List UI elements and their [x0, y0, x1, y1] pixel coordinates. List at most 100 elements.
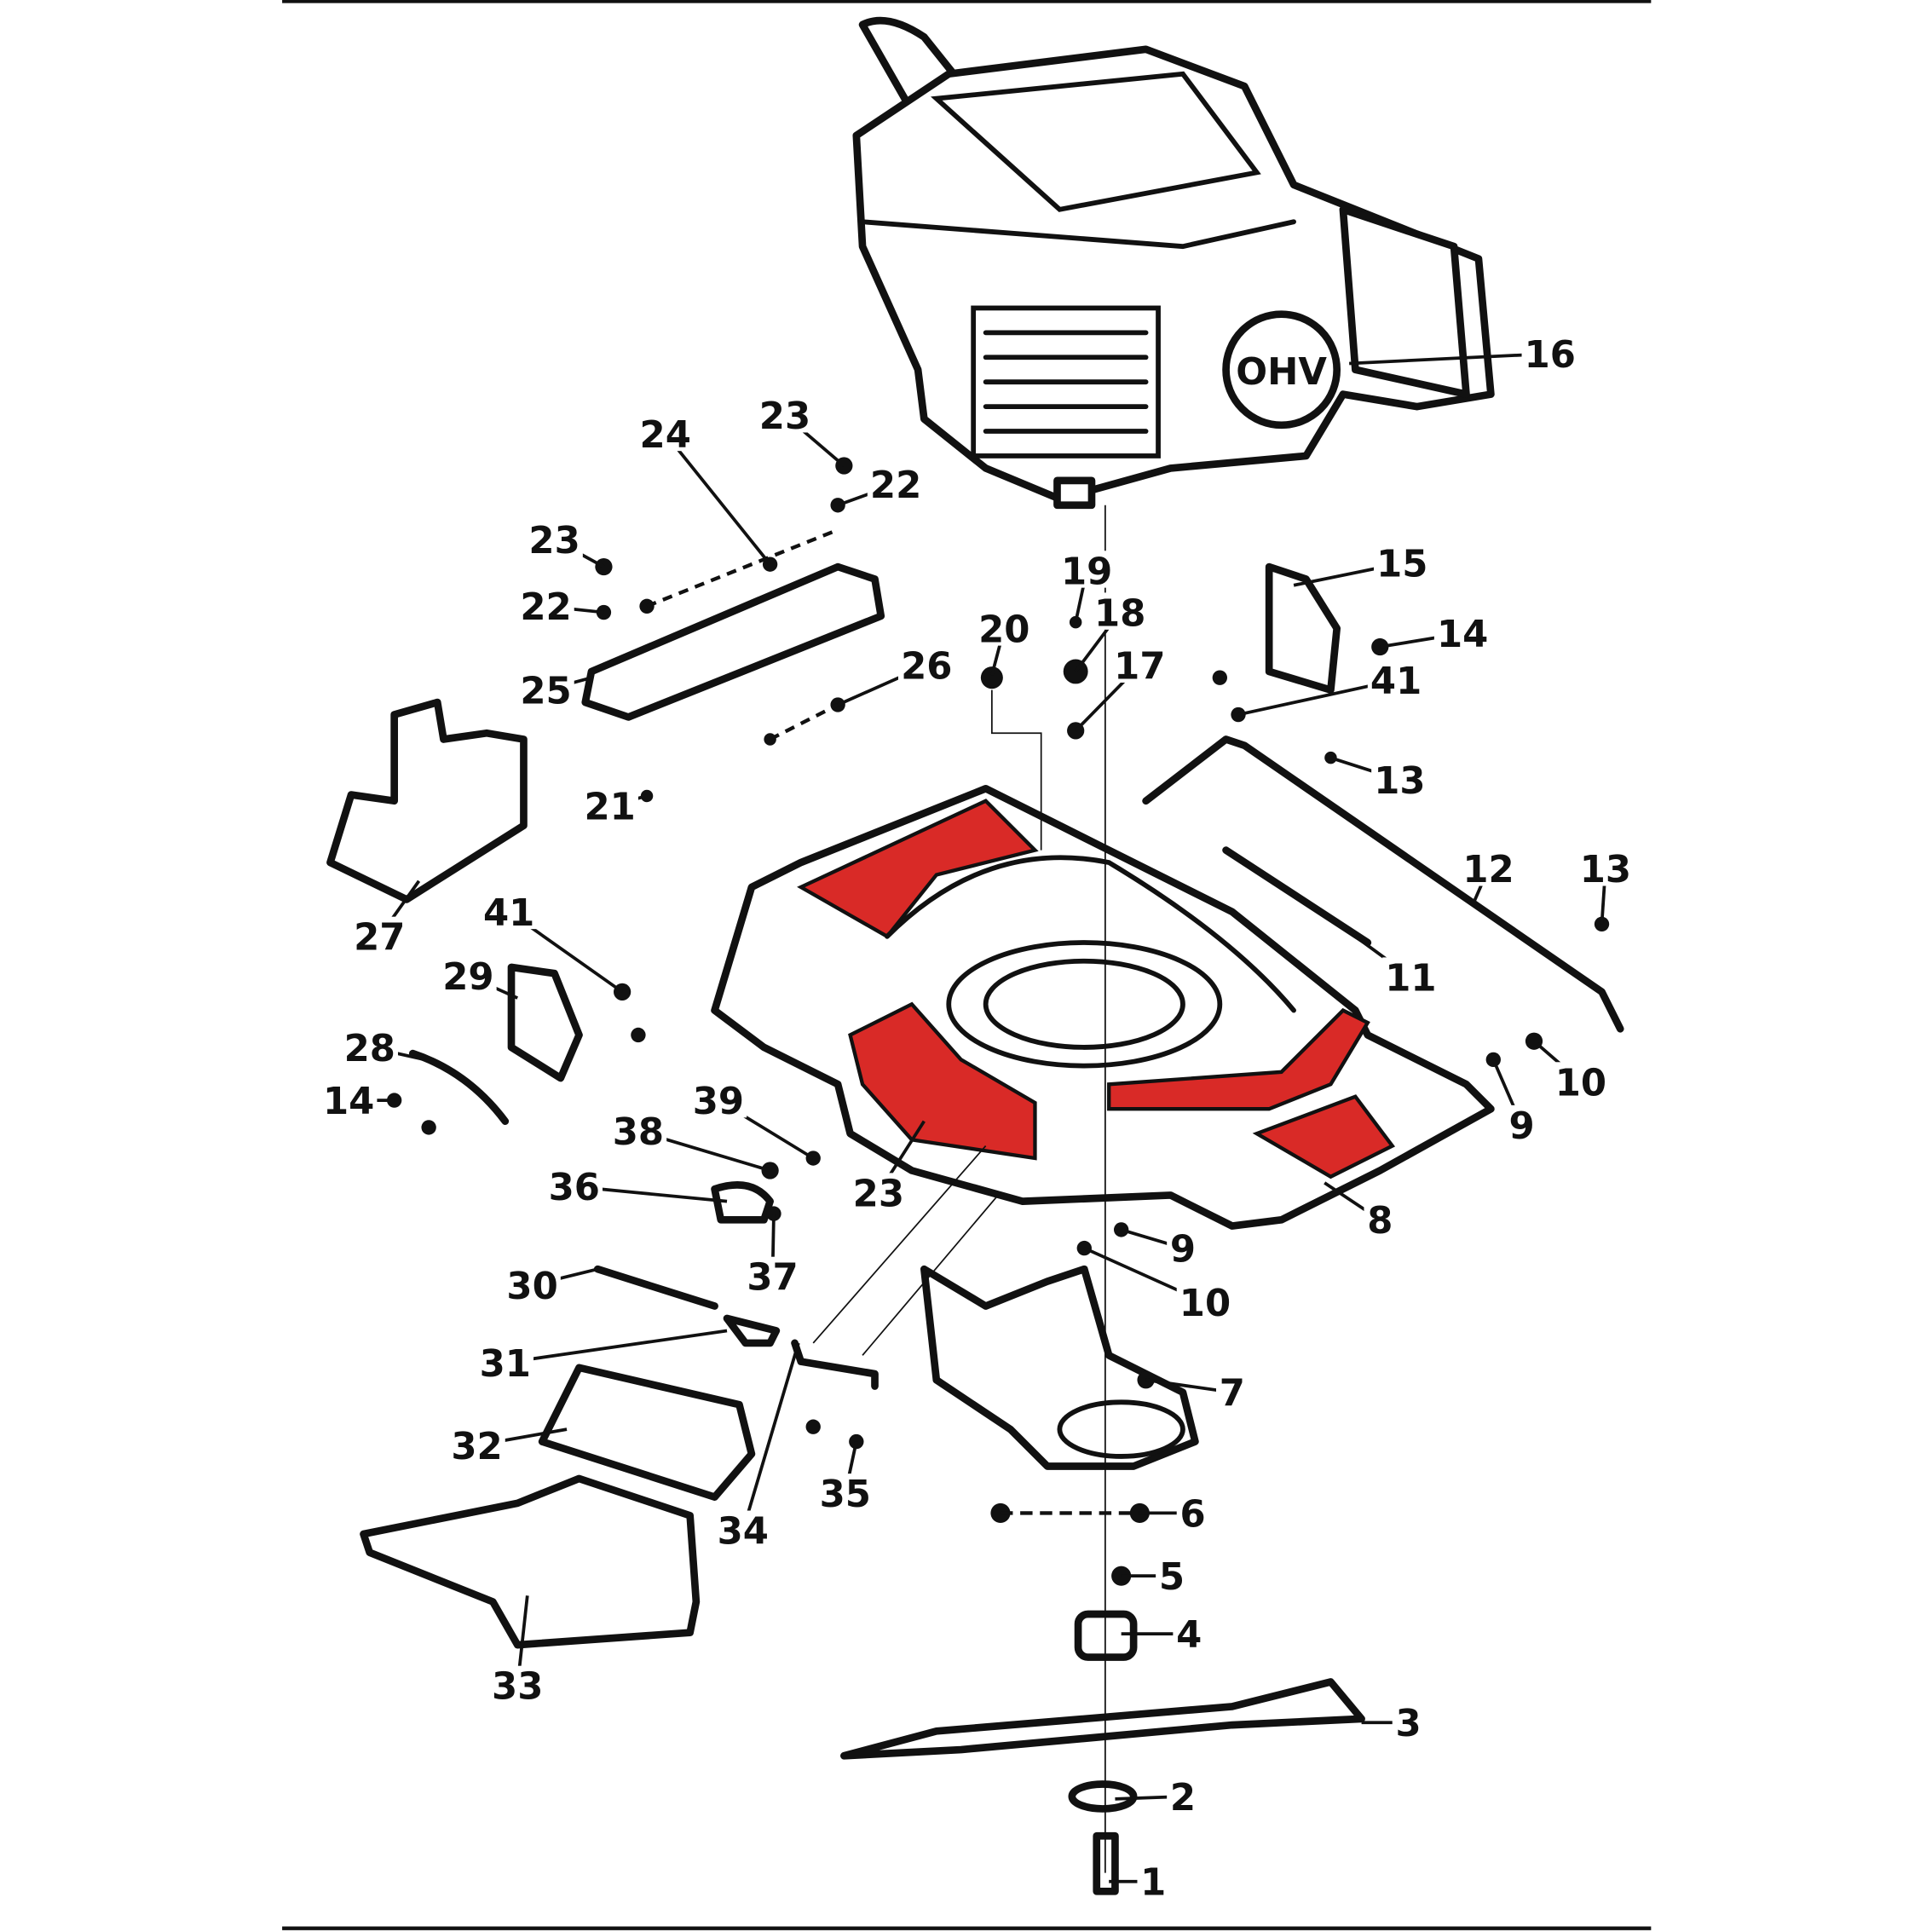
part-callout-1: 1: [1140, 1862, 1166, 1905]
part-callout-33: 33: [492, 1666, 543, 1709]
part-callout-23: 23: [853, 1173, 904, 1215]
part-callout-31: 31: [480, 1343, 531, 1386]
handle-bar: [1142, 735, 1624, 1033]
part-callout-6: 6: [1179, 1493, 1205, 1536]
strip-28: [409, 1049, 510, 1126]
engine: OHV: [852, 16, 1495, 510]
callout-bg: [867, 464, 925, 502]
callout-bg: [1137, 1861, 1170, 1899]
part-callout-13: 13: [1374, 760, 1425, 803]
callout-bg: [1215, 1372, 1249, 1410]
part-callout-8: 8: [1367, 1200, 1393, 1243]
engine-badge: OHV: [1236, 351, 1327, 394]
callout-bg: [517, 586, 574, 624]
part-callout-22: 22: [520, 586, 571, 629]
washer-2: [1068, 1780, 1138, 1813]
part-callout-37: 37: [747, 1257, 798, 1300]
skid-plate-7: [920, 1265, 1199, 1470]
callout-bg: [744, 1256, 801, 1295]
callout-bg: [609, 1111, 667, 1149]
part-callout-41: 41: [483, 892, 534, 935]
callout-bg: [1433, 614, 1491, 651]
callout-bg: [637, 413, 694, 452]
part-callout-32: 32: [451, 1426, 502, 1468]
part-callout-21: 21: [584, 786, 635, 828]
callout-bg: [1382, 957, 1439, 995]
part-callout-15: 15: [1376, 544, 1427, 586]
bracket-34: [791, 1339, 879, 1390]
part-callout-18: 18: [1094, 592, 1145, 635]
callout-bg: [320, 1080, 378, 1118]
callout-bg: [1176, 1493, 1209, 1531]
lever-31: [723, 1314, 781, 1347]
part-callout-24: 24: [640, 414, 691, 457]
bracket-29: [507, 963, 583, 1082]
rod-11: [1222, 846, 1372, 947]
callout-bg: [816, 1474, 874, 1511]
callout-bg: [504, 1265, 561, 1303]
part-callout-41: 41: [1370, 660, 1422, 703]
assembly-lines: [646, 505, 1140, 1873]
rear-cover: [581, 562, 885, 721]
part-callout-20: 20: [978, 608, 1029, 651]
callout-bg: [476, 1342, 534, 1381]
part-callout-38: 38: [613, 1111, 664, 1154]
callout-bg: [1505, 1104, 1538, 1143]
part-callout-36: 36: [549, 1167, 600, 1209]
leader-line: [664, 432, 772, 566]
callout-bg: [1058, 551, 1116, 588]
callout-bg: [1460, 849, 1517, 886]
callout-bg: [1364, 1200, 1397, 1237]
callout-bg: [1167, 1776, 1199, 1814]
callout-bg: [756, 395, 814, 433]
part-callout-23: 23: [759, 395, 810, 438]
leader-line: [1349, 352, 1550, 366]
rear-flap-33: [360, 1474, 701, 1649]
callout-bg: [689, 1080, 747, 1118]
part-callout-26: 26: [901, 646, 952, 689]
callout-bg: [1173, 1613, 1205, 1652]
part-callout-5: 5: [1159, 1556, 1185, 1599]
part-callout-4: 4: [1176, 1614, 1202, 1657]
callout-bg: [1367, 660, 1425, 698]
part-callout-35: 35: [820, 1474, 871, 1516]
callout-bg: [1577, 849, 1635, 886]
part-callout-25: 25: [520, 671, 571, 713]
callout-bg: [1091, 592, 1149, 630]
callout-bg: [526, 520, 583, 557]
part-callout-22: 22: [870, 464, 921, 507]
leader-line: [741, 1342, 800, 1531]
callout-bg: [714, 1510, 772, 1548]
grass-guard-32: [538, 1364, 756, 1501]
callout-bg: [1176, 1283, 1234, 1320]
part-callout-17: 17: [1114, 646, 1165, 689]
part-callout-14: 14: [1437, 614, 1488, 656]
callout-bg: [1392, 1703, 1425, 1740]
part-callout-13: 13: [1580, 849, 1631, 891]
part-callout-34: 34: [718, 1511, 769, 1554]
callout-bg: [1156, 1556, 1188, 1594]
callout-bg: [897, 645, 955, 683]
part-callout-9: 9: [1170, 1228, 1196, 1271]
part-callout-30: 30: [506, 1266, 557, 1308]
callout-bg: [480, 891, 538, 930]
bracket-15: [1265, 562, 1341, 694]
part-callout-11: 11: [1385, 957, 1436, 1000]
part-callout-27: 27: [354, 917, 405, 960]
part-callout-12: 12: [1462, 849, 1514, 891]
part-callout-39: 39: [693, 1081, 744, 1123]
part-callout-9: 9: [1508, 1105, 1534, 1148]
callout-bg: [1371, 760, 1428, 798]
callout-bg: [351, 916, 408, 954]
part-callout-14: 14: [323, 1081, 374, 1123]
callout-bg: [448, 1425, 505, 1463]
callout-bg: [440, 955, 497, 994]
callout-bg: [1111, 645, 1168, 683]
part-callout-19: 19: [1061, 551, 1112, 593]
part-callout-29: 29: [442, 956, 493, 999]
callout-bg: [341, 1027, 398, 1065]
callout-bg: [1552, 1062, 1610, 1099]
side-flap: [326, 698, 528, 903]
